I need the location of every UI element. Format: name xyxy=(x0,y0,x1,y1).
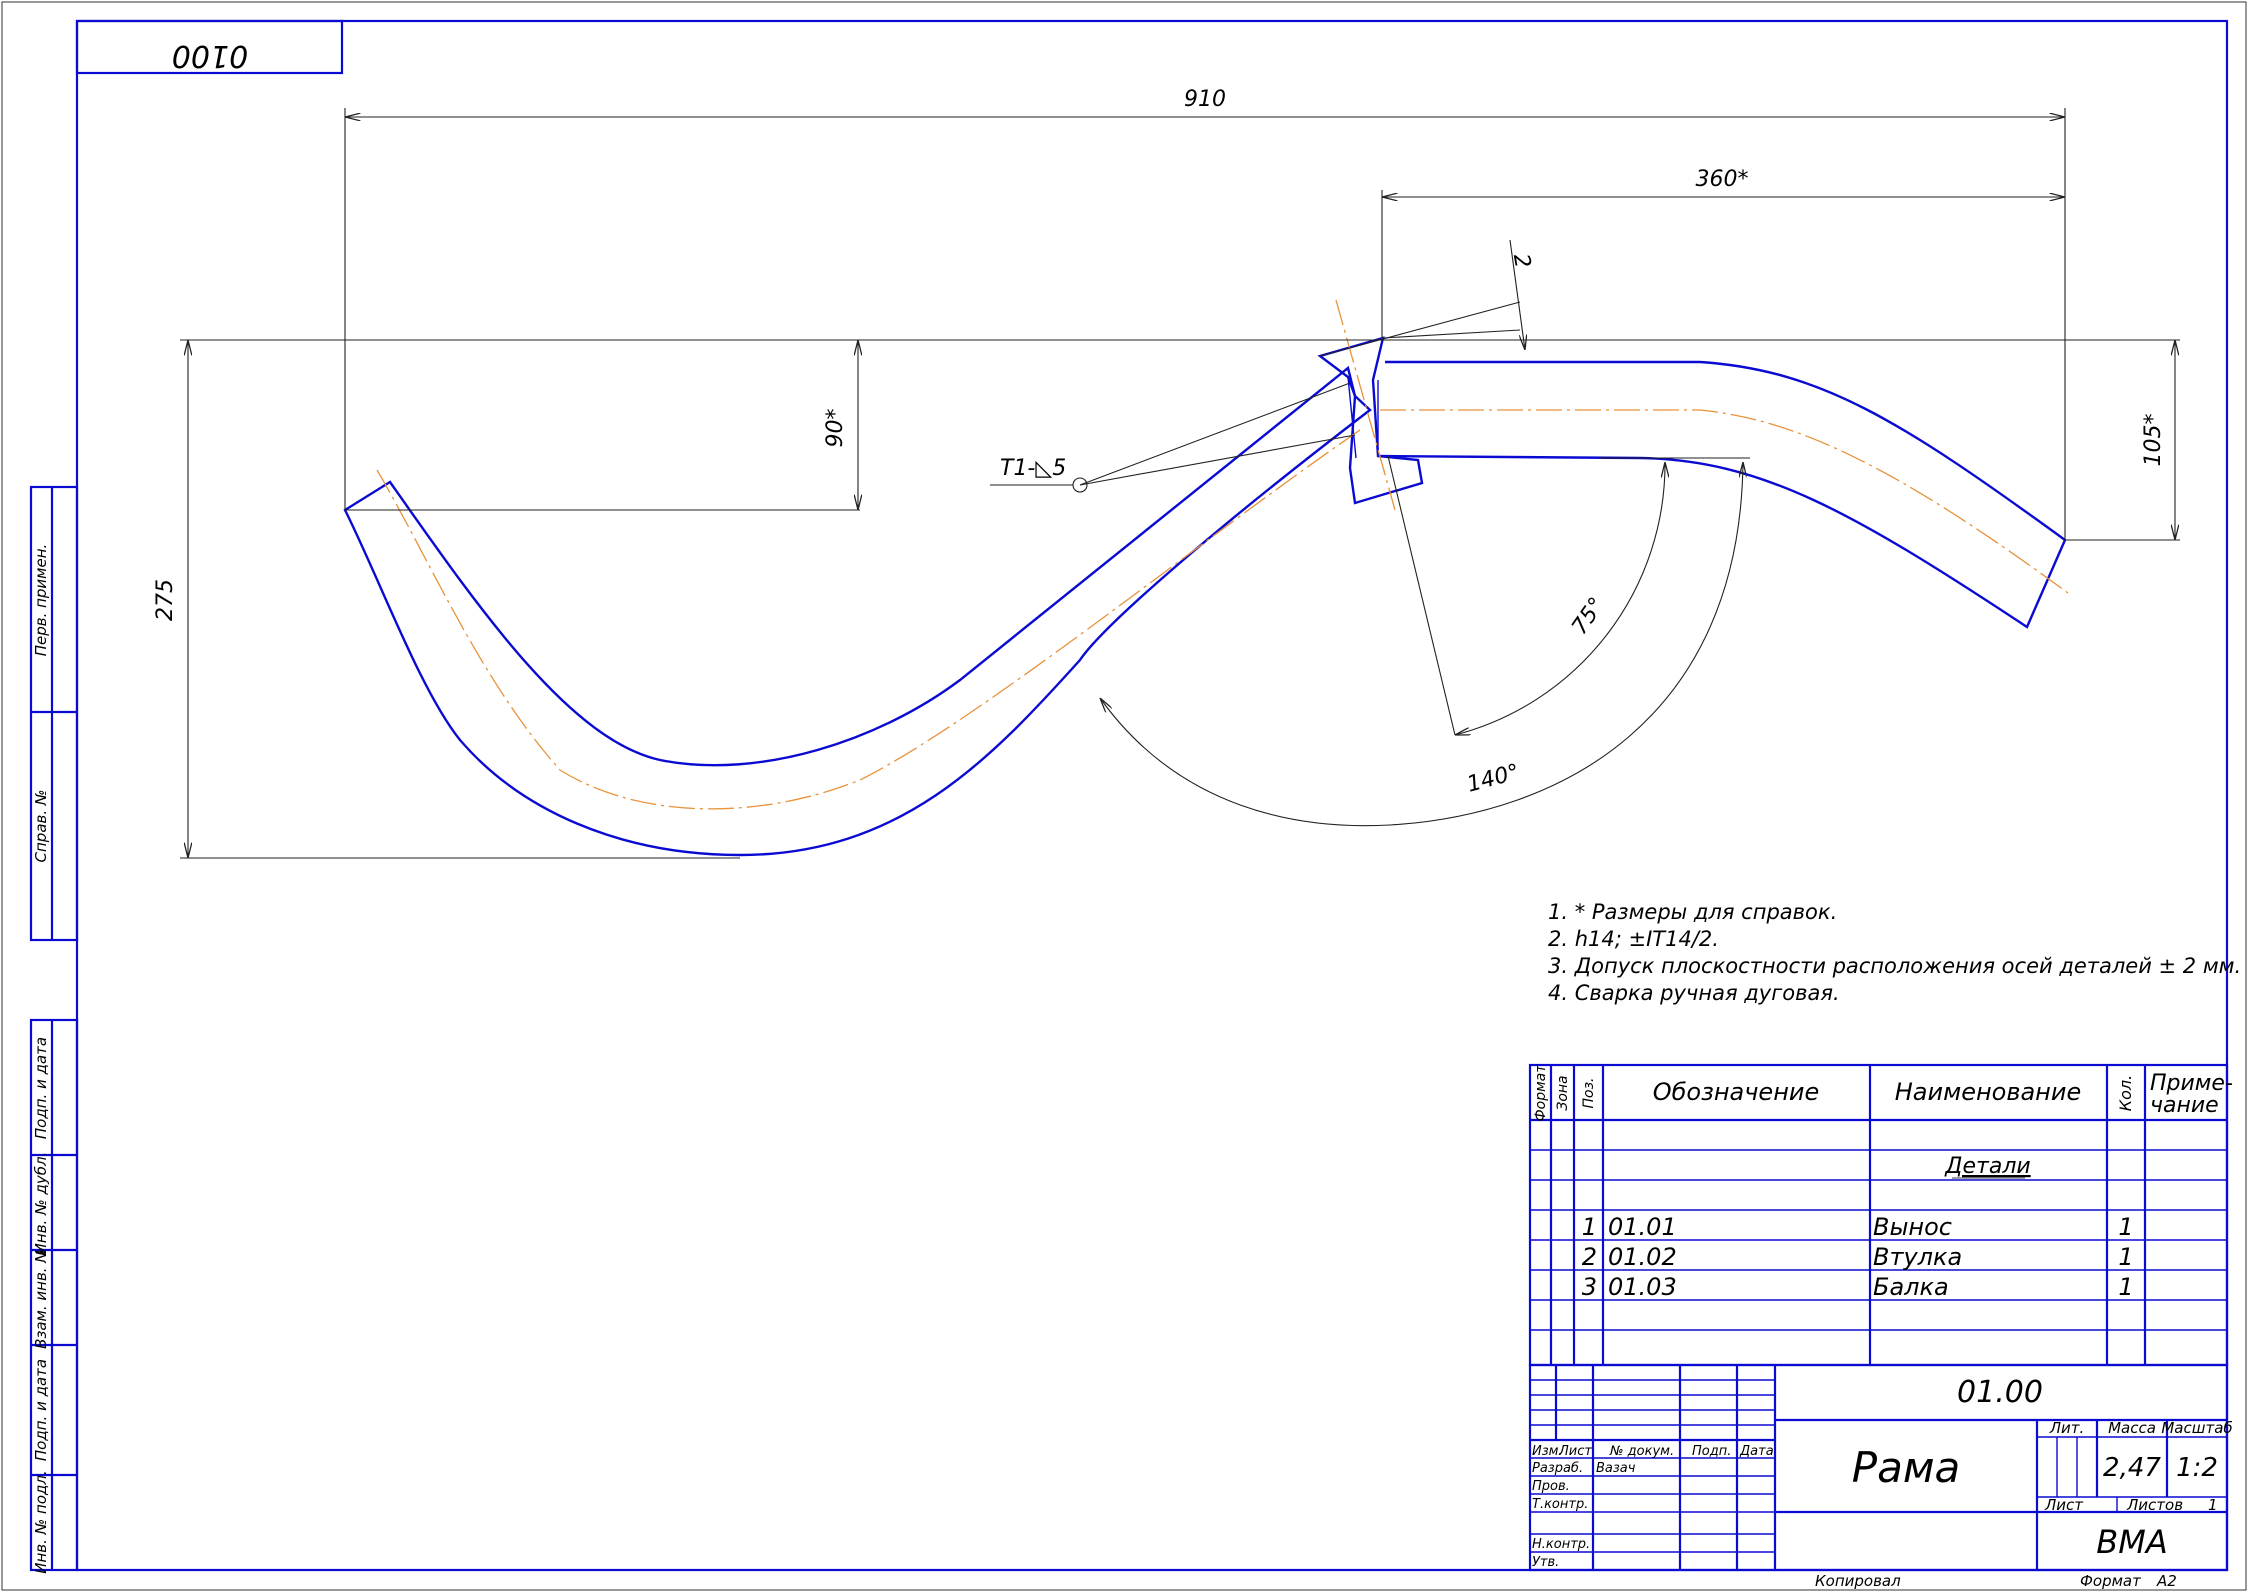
role-razrab: Разраб. xyxy=(1532,1461,1583,1476)
side-podp1: Подп. и дата xyxy=(32,1037,50,1139)
role-utv: Утв. xyxy=(1532,1555,1559,1570)
col-podp: Подп. xyxy=(1692,1444,1731,1459)
lit-label: Лит. xyxy=(2049,1419,2085,1437)
row-1-oboz: 01.01 xyxy=(1608,1213,1677,1241)
hdr-format: Формат xyxy=(1533,1064,1549,1122)
hdr-prim-1: Приме- xyxy=(2150,1071,2233,1096)
footer-format-value: A2 xyxy=(2156,1572,2177,1590)
angle-75: 75° xyxy=(1567,593,1610,639)
role-prov: Пров. xyxy=(1532,1479,1570,1494)
listov-label: Листов xyxy=(2126,1496,2183,1514)
row-1-poz: 1 xyxy=(1582,1213,1597,1241)
hdr-prim-2: чание xyxy=(2150,1093,2219,1118)
left-margin-strip: Перв. примен. Справ. № Подп. и дата Инв.… xyxy=(29,485,79,1574)
technical-notes: 1. * Размеры для справок. 2. h14; ±IT14/… xyxy=(1548,900,2241,1005)
note-4: 4. Сварка ручная дуговая. xyxy=(1548,981,1840,1005)
row-2-poz: 2 xyxy=(1582,1243,1597,1271)
angle-140: 140° xyxy=(1464,760,1522,798)
frame-part xyxy=(343,299,2069,857)
stamp-box: 0100 xyxy=(75,19,344,75)
massa-value: 2,47 xyxy=(2103,1453,2161,1483)
footer-format-label: Формат xyxy=(2080,1572,2142,1590)
dimensions: 910 360* 2 90* 105* 275 Т1-◺5 xyxy=(153,87,2180,859)
row-3-poz: 3 xyxy=(1582,1273,1597,1301)
dim-105: 105* xyxy=(2141,414,2166,467)
side-inv-podl: Инв. № подл. xyxy=(32,1470,50,1573)
col-ndok: № докум. xyxy=(1609,1444,1674,1459)
note-2: 2. h14; ±IT14/2. xyxy=(1548,927,1719,951)
hdr-zona: Зона xyxy=(1555,1075,1571,1110)
row-3-kol: 1 xyxy=(2118,1273,2133,1301)
weld-symbol: Т1-◺5 xyxy=(1000,456,1066,481)
list-label: Лист xyxy=(2044,1496,2084,1514)
side-sprav: Справ. № xyxy=(32,790,50,863)
row-2-naim: Втулка xyxy=(1873,1243,1962,1271)
col-izm: Изм. xyxy=(1532,1444,1563,1459)
side-vzam: Взам. инв. № xyxy=(32,1247,50,1349)
stamp-code: 0100 xyxy=(172,38,248,73)
dim-360: 360* xyxy=(1696,167,1749,192)
left-tube-outline xyxy=(343,365,1372,857)
right-tube-outline xyxy=(1377,360,2067,629)
col-data: Дата xyxy=(1739,1444,1774,1459)
org-name: ВМА xyxy=(2096,1523,2167,1561)
right-tube-axis xyxy=(1380,409,2069,594)
masshtab-label: Масштаб xyxy=(2161,1419,2232,1437)
row-2-kol: 1 xyxy=(2118,1243,2133,1271)
note-3: 3. Допуск плоскостности расположения осе… xyxy=(1548,954,2241,978)
row-1-naim: Вынос xyxy=(1873,1213,1952,1241)
spec-table: Формат Зона Поз. Обозначение Наименовани… xyxy=(1528,1064,2233,1367)
hdr-oboz: Обозначение xyxy=(1653,1078,1820,1106)
dim-90: 90* xyxy=(823,409,848,448)
sleeve-inner-left xyxy=(1347,376,1357,459)
dim-2: 2 xyxy=(1508,252,1535,270)
left-tube-axis xyxy=(376,429,1361,810)
masshtab-value: 1:2 xyxy=(2176,1453,2218,1483)
role-nkontr: Н.контр. xyxy=(1532,1537,1590,1552)
side-podp2: Подп. и дата xyxy=(32,1359,50,1461)
doc-name: Рама xyxy=(1852,1443,1961,1492)
row-3-oboz: 01.03 xyxy=(1608,1273,1677,1301)
sleeve-axis xyxy=(1335,299,1396,511)
massa-label: Масса xyxy=(2108,1419,2156,1437)
row-1-kol: 1 xyxy=(2118,1213,2133,1241)
side-inv-dubl: Инв. № дубл. xyxy=(32,1152,50,1255)
footer-kopiroval: Копировал xyxy=(1815,1572,1901,1590)
main-frame xyxy=(75,19,2229,1572)
section-title: Детали xyxy=(1944,1154,2030,1179)
dim-275: 275 xyxy=(153,579,178,621)
row-2-oboz: 01.02 xyxy=(1608,1243,1677,1271)
role-tkontr: Т.контр. xyxy=(1532,1497,1588,1512)
listov-value: 1 xyxy=(2208,1496,2218,1514)
title-block: Изм. Лист № докум. Подп. Дата Разраб. Ва… xyxy=(1528,1363,2233,1572)
hdr-naim: Наименование xyxy=(1895,1078,2082,1106)
row-3-naim: Балка xyxy=(1873,1273,1949,1301)
side-perv: Перв. примен. xyxy=(32,544,50,657)
col-list: Лист xyxy=(1558,1444,1592,1459)
doc-code: 01.00 xyxy=(1957,1375,2043,1410)
hdr-kol: Кол. xyxy=(2116,1075,2135,1111)
sheet-footer: Копировал Формат A2 xyxy=(1815,1572,2177,1590)
note-1: 1. * Размеры для справок. xyxy=(1548,900,1837,924)
dim-910: 910 xyxy=(1184,87,1226,112)
hdr-poz: Поз. xyxy=(1581,1078,1597,1109)
razrab-name: Вазач xyxy=(1596,1461,1636,1476)
